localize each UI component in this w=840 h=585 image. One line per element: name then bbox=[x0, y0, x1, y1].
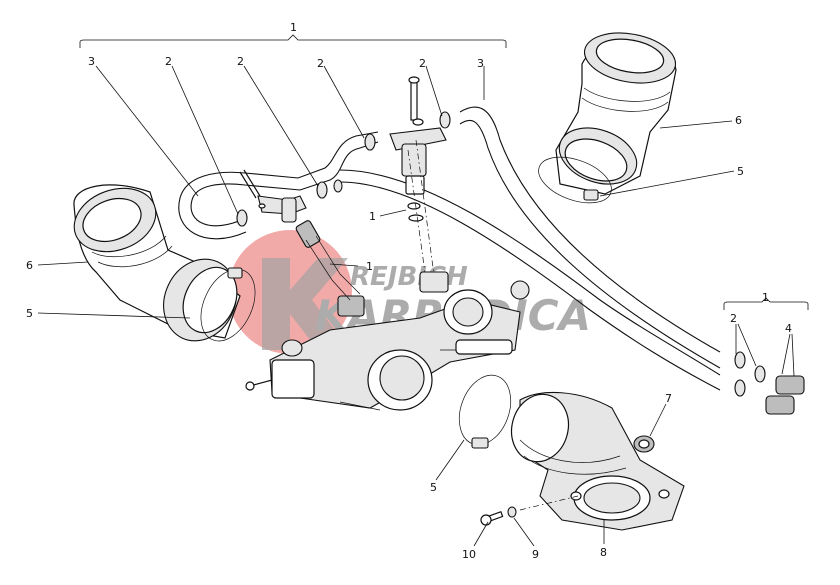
callout-manifold: 8 bbox=[600, 546, 607, 559]
intake-boot-right bbox=[555, 32, 677, 195]
callout-boot-left: 6 bbox=[26, 259, 33, 272]
intake-boot-left bbox=[73, 184, 241, 342]
callout-band-right: 5 bbox=[737, 165, 744, 178]
callout-boot-right: 6 bbox=[735, 114, 742, 127]
callout-top-group: 1 bbox=[290, 21, 297, 34]
callout-kit-caps: 4 bbox=[785, 322, 792, 335]
top-group-brace bbox=[79, 34, 507, 48]
watermark-k-icon bbox=[262, 258, 350, 350]
callout-throttle-body: 1 bbox=[366, 260, 373, 273]
callout-hose-right: 3 bbox=[477, 57, 484, 70]
callout-clamp-c: 2 bbox=[317, 57, 324, 70]
callout-clamp-d: 2 bbox=[419, 57, 426, 70]
callout-kit-group: 1 bbox=[762, 291, 769, 304]
band-clamp-left bbox=[200, 267, 256, 342]
kit-parts bbox=[734, 351, 805, 415]
injector-assembly bbox=[389, 76, 447, 291]
throttle-body bbox=[245, 220, 530, 411]
band-clamp-lower bbox=[458, 374, 512, 449]
watermark-disc bbox=[228, 230, 352, 354]
grommet bbox=[633, 435, 655, 453]
vent-fitting-left bbox=[239, 169, 307, 223]
breather-hose-left bbox=[178, 131, 379, 240]
callout-hose-left: 3 bbox=[88, 55, 95, 68]
hose-clamps bbox=[236, 111, 451, 227]
callout-grommet: 7 bbox=[665, 392, 672, 405]
band-clamp-right bbox=[538, 156, 612, 204]
callout-injector: 1 bbox=[369, 210, 376, 223]
intake-manifold bbox=[510, 391, 685, 531]
callout-labels: 1 3 2 2 2 2 3 1 1 6 5 6 5 1 2 4 5 7 8 9 … bbox=[26, 21, 792, 561]
callout-clamp-b: 2 bbox=[237, 55, 244, 68]
callout-kit-clamps: 2 bbox=[730, 312, 737, 325]
callout-band-lower: 5 bbox=[430, 481, 437, 494]
leader-lines bbox=[37, 65, 795, 547]
kit-brace bbox=[723, 297, 809, 310]
breather-hose-right bbox=[459, 106, 721, 369]
callout-washer: 9 bbox=[532, 548, 539, 561]
callout-screw: 10 bbox=[462, 548, 476, 561]
watermark: REJBICH KARRADICA bbox=[228, 230, 591, 354]
callout-clamp-a: 2 bbox=[165, 55, 172, 68]
callout-band-left: 5 bbox=[26, 307, 33, 320]
